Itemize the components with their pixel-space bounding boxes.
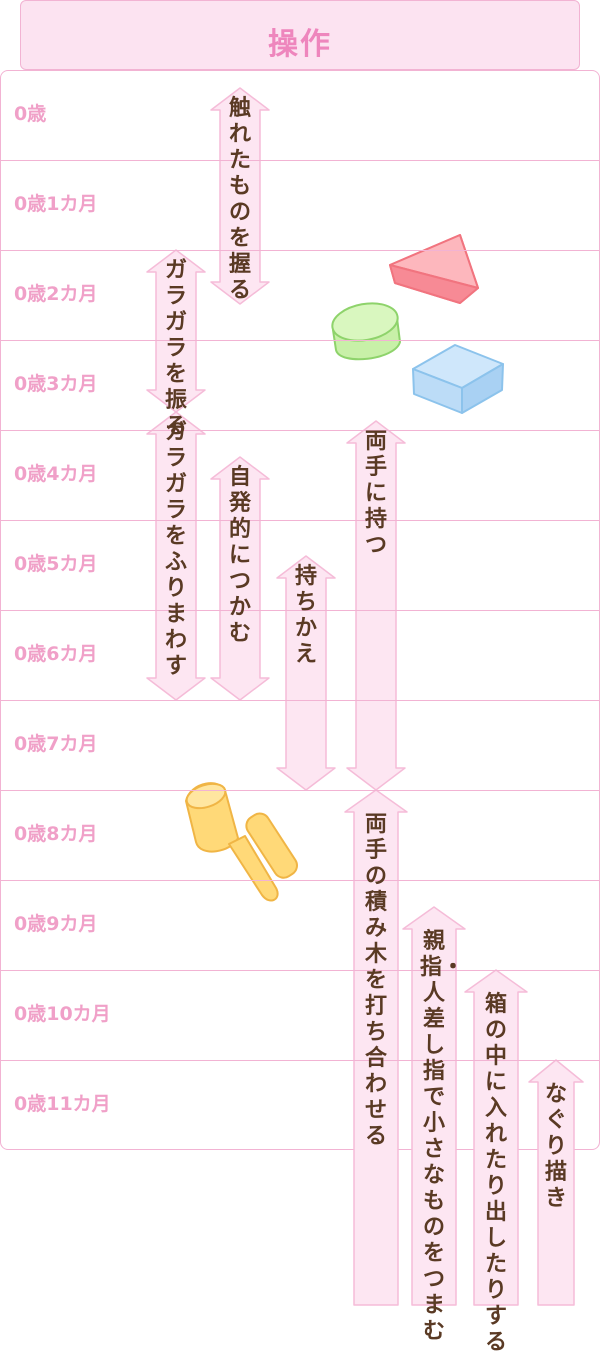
row-divider [0, 160, 600, 161]
age-label: 0歳 [14, 105, 46, 124]
row-divider [0, 250, 600, 251]
milestone-label: 自発的につかむ [226, 465, 254, 647]
milestone-label: 持ちかえ [292, 564, 320, 668]
age-label: 0歳8カ月 [14, 825, 97, 844]
milestone-label: 両手に持つ [362, 429, 390, 559]
cylinder-block-icon [329, 299, 400, 360]
milestone-label: ガラガラをふりまわす [162, 420, 190, 680]
milestone-label: ガラガラを振る [162, 258, 190, 440]
row-divider [0, 970, 600, 971]
milestone-label: 触れたものを握る [226, 96, 254, 304]
row-divider [0, 880, 600, 881]
age-label: 0歳4カ月 [14, 465, 97, 484]
age-label: 0歳10カ月 [14, 1005, 111, 1024]
age-label: 0歳7カ月 [14, 735, 97, 754]
row-divider [0, 1060, 600, 1061]
row-divider [0, 340, 600, 341]
row-divider [0, 700, 600, 701]
age-label: 0歳2カ月 [14, 285, 97, 304]
row-divider [0, 430, 600, 431]
age-label: 0歳5カ月 [14, 555, 97, 574]
milestone-label: 両手の積み木を打ち合わせる [362, 812, 390, 1150]
age-label: 0歳6カ月 [14, 645, 97, 664]
page: 操作 0歳0歳1カ月0歳2カ月0歳3カ月0歳4カ月0 [0, 0, 600, 1310]
milestone-label: なぐり描き [542, 1082, 570, 1212]
cube-block-icon [413, 345, 503, 413]
age-label: 0歳3カ月 [14, 375, 97, 394]
row-divider [0, 790, 600, 791]
row-divider [0, 520, 600, 521]
age-label: 0歳11カ月 [14, 1095, 111, 1114]
mallet-icon [184, 779, 302, 900]
triangle-block-icon [390, 235, 478, 303]
milestone-label: 親指・人差し指で小さなものをつまむ [420, 929, 448, 1345]
age-label: 0歳1カ月 [14, 195, 97, 214]
milestone-label: 箱の中に入れたり出したりする [482, 992, 510, 1356]
age-label: 0歳9カ月 [14, 915, 97, 934]
